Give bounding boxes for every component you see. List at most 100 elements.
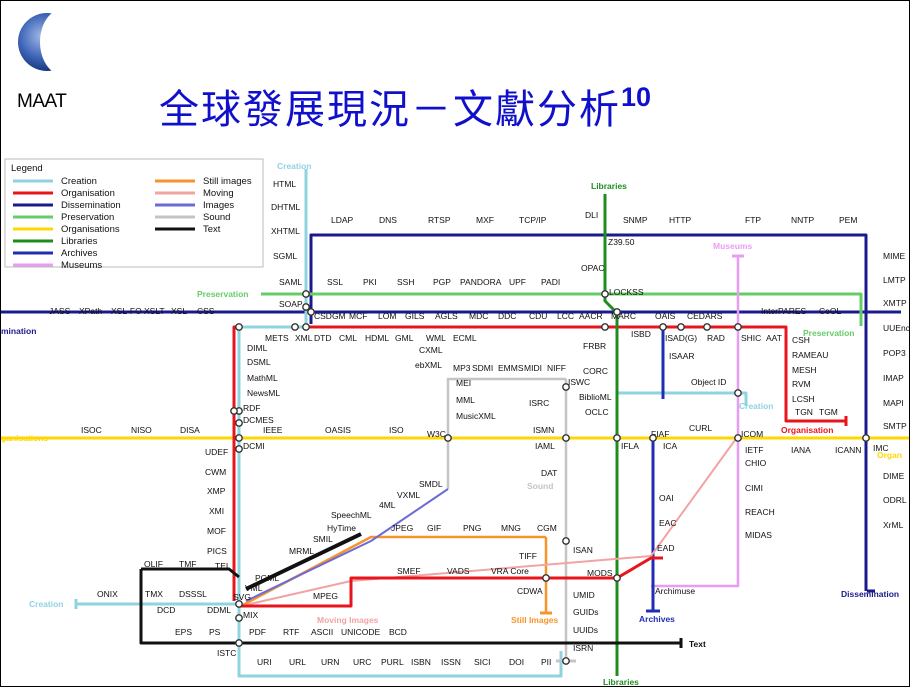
route-text: [139, 569, 681, 645]
station-cedars: CEDARS: [687, 311, 723, 321]
line-label-archives: Archives: [639, 614, 675, 624]
station-upf: UPF: [509, 277, 526, 287]
station-cdwa: CDWA: [517, 586, 543, 596]
station-archimuse: Archimuse: [655, 586, 695, 596]
station-pgp: PGP: [433, 277, 451, 287]
station-xmi: XMI: [209, 506, 224, 516]
station-unicode: UNICODE: [341, 627, 381, 637]
station-iana: IANA: [791, 445, 811, 455]
line-label-dissemination-left: mination: [1, 326, 36, 336]
interchange-dot: [734, 434, 742, 442]
station-aacr: AACR: [579, 311, 603, 321]
station-ebxml: ebXML: [415, 360, 442, 370]
maat-logo: MAAT: [15, 9, 86, 112]
station-musicxml: MusicXML: [456, 411, 496, 421]
route-text: [141, 567, 240, 579]
station-emms: EMMS: [498, 363, 524, 373]
station-curl: CURL: [689, 423, 712, 433]
station-html: HTML: [273, 179, 296, 189]
station-sdmi: SDMI: [472, 363, 493, 373]
station-oai: OAI: [659, 493, 674, 503]
station-wml: WML: [426, 333, 446, 343]
station-guids: GUIDs: [573, 607, 599, 617]
station-fiaf: FIAF: [651, 429, 669, 439]
station-frbr: FRBR: [583, 341, 606, 351]
station-isbn: ISBN: [411, 657, 431, 667]
line-label-museums: Museums: [713, 241, 752, 251]
station-lcsh: LCSH: [792, 394, 815, 404]
line-label-sound: Sound: [527, 481, 553, 491]
station-hdml: HDML: [365, 333, 389, 343]
station-ldap: LDAP: [331, 215, 354, 225]
station-imc: IMC: [873, 443, 889, 453]
line-label-moving-images: Moving Images: [317, 615, 379, 625]
route-archives: [651, 327, 665, 611]
station-mei: MEI: [456, 378, 471, 388]
station-pii: PII: [541, 657, 551, 667]
station-isrn: ISRN: [573, 643, 593, 653]
station-mesh: MESH: [792, 365, 817, 375]
station-padi: PADI: [541, 277, 560, 287]
station-tei: TEI: [215, 561, 228, 571]
station-dcmes: DCMES: [243, 415, 274, 425]
legend-item-still-images: Still images: [203, 176, 252, 187]
station-pki: PKI: [363, 277, 377, 287]
station-dcmi: DCMI: [243, 441, 265, 451]
route-organisation: [241, 556, 663, 608]
line-label-libraries-bottom: Libraries: [603, 677, 639, 687]
legend-item-text: Text: [203, 224, 221, 235]
station-odrl: ODRL: [883, 495, 907, 505]
station-ddc: DDC: [498, 311, 516, 321]
station-xrml: XrML: [883, 520, 904, 530]
station-jass: JASS: [49, 306, 71, 316]
station-corc: CORC: [583, 366, 608, 376]
station-dime: DIME: [883, 471, 905, 481]
station-xmtp: XMTP: [883, 298, 907, 308]
interchange-dot: [613, 434, 621, 442]
interchange-dot: [230, 407, 238, 415]
interchange-dot: [613, 574, 621, 582]
station-mxf: MXF: [476, 215, 494, 225]
station-smdl: SMDL: [419, 479, 443, 489]
interchange-dot: [302, 290, 310, 298]
interchange-dot: [862, 434, 870, 442]
legend-item-organisations: Organisations: [61, 224, 120, 235]
station-csh: CSH: [792, 335, 810, 345]
station-xpath: XPath: [79, 306, 102, 316]
interchange-dot: [235, 445, 243, 453]
interchange-dot: [601, 290, 609, 298]
legend-title: Legend: [11, 163, 43, 174]
legend-item-archives: Archives: [61, 248, 98, 259]
route-museums: [651, 256, 740, 588]
station-gml: GML: [395, 333, 414, 343]
route-moving: [240, 435, 739, 607]
station-cxml: CXML: [419, 345, 443, 355]
station-doi: DOI: [509, 657, 524, 667]
station-iswc: ISWC: [568, 377, 590, 387]
station-bcd: BCD: [389, 627, 407, 637]
legend-item-moving: Moving: [203, 188, 234, 199]
station-ftp: FTP: [745, 215, 761, 225]
station-isrc: ISRC: [529, 398, 549, 408]
station-mathml: MathML: [247, 373, 278, 383]
station-mix: MIX: [243, 610, 258, 620]
line-label-preservation-right: Preservation: [803, 328, 855, 338]
station-umid: UMID: [573, 590, 595, 600]
station-pop3: POP3: [883, 348, 906, 358]
interchange-dot: [659, 323, 667, 331]
interchange-dot: [562, 434, 570, 442]
station-vml: VML: [245, 583, 263, 593]
station-xml: XML: [295, 333, 313, 343]
station-hytime: HyTime: [327, 523, 356, 533]
station-vads: VADS: [447, 566, 470, 576]
station-object-id: Object ID: [691, 377, 726, 387]
station-oclc: OCLC: [585, 407, 609, 417]
station-uuenc: UUEnc: [883, 323, 910, 333]
station-vra-core: VRA Core: [491, 566, 529, 576]
station-sici: SICI: [474, 657, 491, 667]
station-png: PNG: [463, 523, 481, 533]
station-cml: CML: [339, 333, 357, 343]
station-imap: IMAP: [883, 373, 904, 383]
station-ica: ICA: [663, 441, 678, 451]
legend-item-libraries: Libraries: [61, 236, 98, 247]
